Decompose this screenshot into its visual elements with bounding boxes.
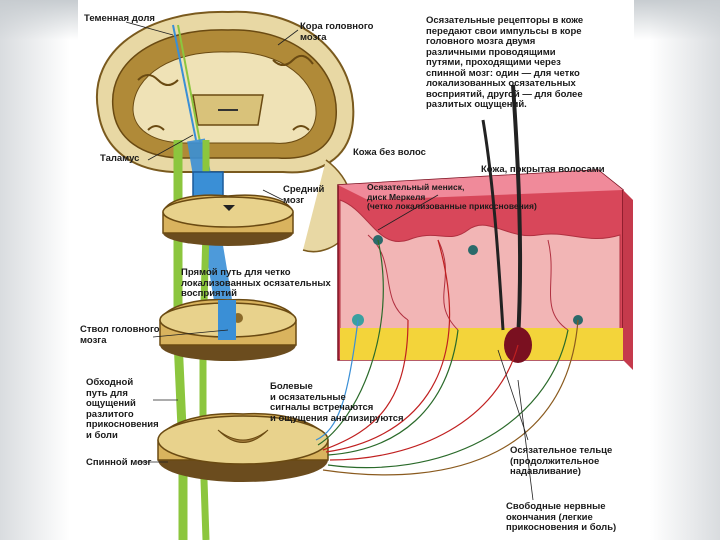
label-receptors-description: Осязательные рецепторы в коже передают с… [426, 16, 583, 111]
midbrain-slice [163, 195, 293, 246]
slide-frame-right [650, 0, 720, 540]
label-skin-hair: Кожа, покрытая волосами [481, 165, 605, 176]
label-direct-pathway: Прямой путь для четко локализованных ося… [181, 268, 331, 300]
label-midbrain: Средний мозг [283, 185, 324, 206]
label-pain-signals: Болевые и осязательные сигналы встречают… [270, 382, 404, 424]
label-ruffini-corpuscle: Осязательное тельце (продолжительное над… [510, 446, 612, 478]
slide-frame-left [0, 0, 70, 540]
label-brainstem: Ствол головного мозга [80, 325, 160, 346]
illustration-panel: Теменная доля Кора головного мозга Осяза… [78, 0, 634, 540]
label-parietal-lobe: Теменная доля [84, 14, 155, 25]
label-cortex: Кора головного мозга [300, 22, 373, 43]
label-skin-no-hair: Кожа без волос [353, 148, 426, 159]
label-merkel-disc: Осязательный мениск, диск Меркеля (четко… [367, 183, 537, 212]
label-spinal-cord: Спинной мозг [86, 458, 151, 469]
label-thalamus: Таламус [100, 154, 139, 165]
label-free-nerve-endings: Свободные нервные окончания (легкие прик… [506, 502, 616, 534]
label-bypass-pathway: Обходной путь для ощущений разлитого при… [86, 378, 159, 441]
